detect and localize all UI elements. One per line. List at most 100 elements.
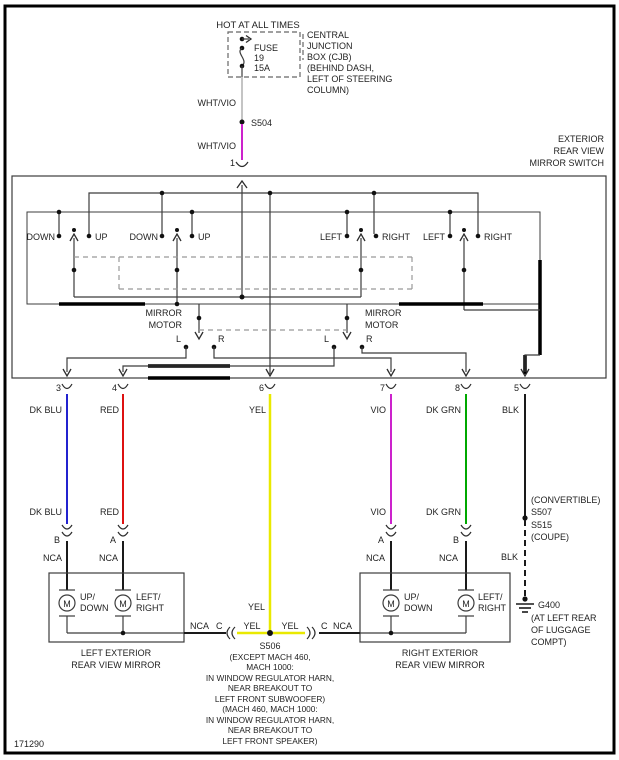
pin-connector-icon (61, 383, 73, 390)
ground-g400-section: (CONVERTIBLE) S507 S515 (COUPE) BLK G400… (501, 495, 600, 647)
inline-connector-icon (117, 524, 129, 530)
edge-dot (447, 209, 453, 215)
edge-dot (56, 209, 62, 215)
motor-left-right: M LEFT/ RIGHT (457, 589, 507, 633)
page-border (3, 4, 616, 755)
wire-label-vio: VIO (370, 405, 386, 415)
right-mirror-outline (359, 572, 511, 643)
pin-6-label: 6 (259, 383, 264, 393)
switch-title-line2: REAR VIEW (553, 146, 604, 156)
c-connector-icon (311, 626, 316, 640)
motor-m-label: M (63, 599, 71, 609)
wire-label-nca: NCA (439, 553, 458, 563)
edge-dot (344, 209, 350, 215)
ground-location-line1: (AT LEFT REAR (531, 613, 597, 623)
s506-note-line: IN WINDOW REGULATOR HARN, (206, 673, 334, 683)
contact-label-down-2: DOWN (130, 232, 159, 242)
wire-label-blk: BLK (502, 405, 519, 415)
wire-label-nca: NCA (190, 621, 209, 631)
bus-dot (371, 190, 377, 196)
route-pin7 (213, 347, 392, 372)
s506-note-line: LEFT FRONT SUBWOOFER) (215, 694, 326, 704)
pin-connector-icon (519, 383, 531, 390)
cjb-label-line5: LEFT OF STEERING (307, 74, 392, 84)
contact-dot (475, 233, 481, 239)
hot-at-all-times-label: HOT AT ALL TIMES (216, 20, 299, 31)
wiper-dot (359, 228, 363, 232)
cjb-label-line4: (BEHIND DASH, (307, 63, 374, 73)
wiper-arrow-icon (172, 232, 182, 242)
mirror-motor-label: MOTOR (149, 320, 183, 330)
wire-label-nca: NCA (99, 553, 118, 563)
contact-dot (447, 233, 453, 239)
s506-note-line: MACH 1000: (246, 662, 294, 672)
route-pin3 (66, 347, 187, 372)
splice-s507-label: S507 (531, 507, 552, 517)
motor-label-left: LEFT/ (136, 592, 161, 602)
wire-label-yel: YEL (243, 621, 260, 631)
motor-label-up: UP/ (404, 592, 420, 602)
pin-4-label: 4 (112, 383, 117, 393)
route-pin4 (122, 347, 335, 372)
splice-s515-label: S515 (531, 520, 552, 530)
motor-label-up: UP/ (80, 592, 96, 602)
mirror-switch-box: EXTERIOR REAR VIEW MIRROR SWITCH DOWN (11, 134, 607, 380)
switch-wipers (69, 228, 469, 310)
inline-connector-icon (117, 531, 129, 537)
cjb-label-line6: COLUMN) (307, 85, 349, 95)
terminal-a-label: A (110, 535, 116, 545)
ground-g400-label: G400 (538, 600, 560, 610)
motor-circle (58, 594, 76, 612)
s506-note-line: IN WINDOW REGULATOR HARN, (206, 715, 334, 725)
cjb-label-line1: CENTRAL (307, 30, 349, 40)
contact-label-up-1: UP (95, 232, 108, 242)
wire-label-nca: NCA (366, 553, 385, 563)
switch-inner-assembly (26, 211, 541, 305)
cjb-label-line2: JUNCTION (307, 41, 353, 51)
mirror-motor-label: MIRROR (146, 308, 183, 318)
wiper-base-dot (461, 267, 467, 273)
s506-note-line: NEAR BREAKOUT TO (228, 683, 313, 693)
ground-symbol-icon (516, 603, 534, 613)
bus-dot (267, 190, 273, 196)
wire-label-nca: NCA (43, 553, 62, 563)
cjb-fuse-box (227, 31, 301, 78)
mirror-motor-left: MIRROR MOTOR L R (146, 304, 225, 350)
wire-label-dk-grn: DK GRN (426, 405, 461, 415)
wiper-base-dot (358, 267, 364, 273)
left-mirror-caption-line2: REAR VIEW MIRROR (71, 660, 161, 670)
motor-wiper-arrow-icon (342, 331, 352, 341)
fuse-element-icon (239, 47, 245, 67)
splice-s506-label: S506 (259, 641, 280, 651)
pin-exit-arrow-icon (265, 368, 275, 378)
switch-title-line1: EXTERIOR (558, 134, 605, 144)
wiper-base-dot (174, 301, 180, 307)
motor-up-down: M UP/ DOWN (382, 589, 433, 633)
contact-dot (159, 233, 165, 239)
wire-label-yel: YEL (281, 621, 298, 631)
motor-wiper-arrow-icon (194, 331, 204, 341)
motor-up-down: M UP/ DOWN (58, 589, 109, 633)
wire-label-yel: YEL (248, 602, 265, 612)
wire-label-dk-blu-2: DK BLU (29, 507, 62, 517)
bus-dot (388, 630, 394, 636)
document-number: 171290 (14, 739, 44, 749)
ground-location-line3: COMPT) (531, 637, 567, 647)
feed-junction (239, 294, 245, 300)
pin-connector-icon (117, 383, 129, 390)
terminal-r-label: R (366, 334, 373, 344)
pin-exit-arrow-icon (62, 368, 72, 378)
splice-s504-dot (239, 119, 245, 125)
switch-top-bus (88, 192, 479, 234)
inline-connector-icon (460, 524, 472, 530)
wire-label-blk-2: BLK (501, 552, 518, 562)
switch-output-wires: 3 4 6 7 8 5 DK BLU RED YEL VIO DK GRN BL… (29, 383, 531, 632)
wiper-base-dot (71, 267, 77, 273)
pin-connector-icon (460, 383, 472, 390)
terminal-r-label: R (218, 334, 225, 344)
c-connector-icon (306, 626, 311, 640)
inline-connector-icon (385, 531, 397, 537)
switch-pin-1-label: 1 (230, 158, 235, 168)
mirror-inline-connectors (61, 524, 472, 537)
